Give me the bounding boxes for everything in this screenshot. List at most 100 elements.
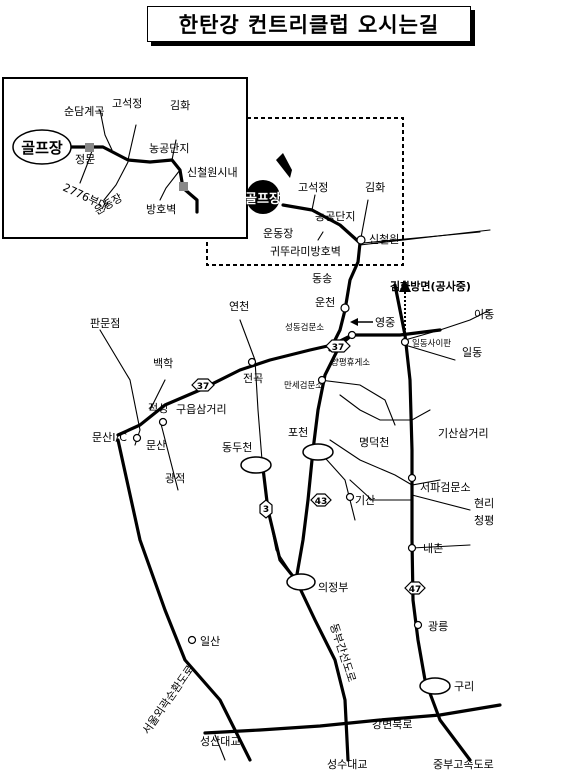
label-baekhak: 백학	[153, 357, 173, 370]
golf-course-label: 골프장	[245, 191, 281, 207]
label-gisan-samgeori: 기산삼거리	[438, 427, 489, 440]
road-east-extra	[359, 229, 491, 246]
label-gwangneung: 광릉	[428, 620, 448, 633]
city-guri	[419, 677, 451, 695]
label-seongsu: 성수대교	[327, 758, 367, 771]
road-myeongdeok	[319, 379, 396, 426]
label-gangbyeon: 강변북로	[372, 718, 412, 731]
inset-label-town: 신철원시내	[187, 166, 238, 179]
road-gwangjeok	[159, 419, 179, 491]
city-uijeongbu	[286, 573, 316, 591]
label-stadium: 운동장	[263, 227, 293, 240]
label-gimhwa: 김화	[365, 181, 385, 194]
road-gisan-east	[349, 479, 413, 501]
road-gisan-junction	[339, 394, 431, 421]
node-uncheon	[340, 303, 350, 313]
label-seongdong: 성동검문소	[285, 322, 324, 333]
yeongjung-arrow-icon	[350, 318, 358, 326]
shield-3: 3	[259, 499, 273, 519]
label-manse: 만세검문소	[284, 380, 323, 391]
label-outer-ring: 서울외곽순환도로	[140, 663, 197, 737]
inset-road-gimhwa	[171, 139, 177, 161]
road-stadium-main	[317, 231, 324, 241]
node-jeokseong	[158, 417, 168, 427]
label-ilsan: 일산	[200, 634, 220, 648]
label-gimhwa-direction: 김화방면(공사중)	[390, 279, 471, 293]
label-munsan-ic: 문산I/C	[92, 431, 127, 444]
node-gwangneung	[413, 620, 423, 630]
node-manse	[317, 375, 327, 385]
label-yeongjung: 영중	[375, 316, 395, 329]
inset-label-nonggong: 농공단지	[149, 142, 189, 155]
svg-text:43: 43	[315, 497, 328, 507]
inset-golf-label: 골프장	[21, 139, 63, 157]
label-ildong: 일동	[462, 345, 482, 359]
label-seopa: 서파검문소	[420, 481, 471, 494]
inset-town-marker	[179, 182, 188, 191]
node-sincheolwon	[356, 235, 366, 245]
road-gangbyeon	[203, 703, 502, 735]
zoom-region-dashed	[206, 117, 404, 266]
road-route-47	[393, 283, 472, 762]
node-ilsan	[187, 635, 197, 645]
label-cheongpyeong: 청평	[474, 514, 494, 527]
label-sincheolwon: 신철원	[369, 233, 399, 246]
svg-text:37: 37	[332, 343, 345, 353]
road-hyeonri	[411, 494, 471, 511]
inset-label-barrier: 방호벽	[146, 203, 176, 216]
inset-road-barrier	[159, 169, 181, 201]
label-panmunjeom: 판문점	[90, 317, 120, 330]
node-seopa	[407, 473, 417, 483]
label-gwangjeok: 광적	[165, 472, 185, 485]
label-yangpyeong: 양평휴게소	[331, 357, 370, 368]
label-dongducheon: 동두천	[222, 440, 252, 454]
label-gisan: 기산	[355, 494, 375, 507]
construction-arrow-icon	[399, 280, 411, 292]
road-golf-to-uncheon	[281, 203, 362, 352]
inset-road-sundam	[99, 109, 113, 151]
inset-label-sundam: 순담계곡	[64, 105, 104, 118]
label-myeongdeok: 명덕천	[359, 435, 389, 449]
inset-label-gimhwa: 김화	[170, 99, 190, 112]
inset-road-unit	[79, 147, 94, 184]
map-title: 한탄강 컨트리클럽 오시는길	[178, 12, 440, 37]
golf-course-marker	[246, 180, 280, 214]
label-yeoncheon: 연천	[229, 299, 249, 313]
node-munsan	[132, 433, 142, 443]
svg-text:47: 47	[409, 585, 422, 595]
node-ildong-saipan	[400, 337, 410, 347]
label-nonggong: 농공단지	[315, 210, 355, 223]
label-munsan: 문산	[146, 439, 166, 452]
label-jeongok: 전곡	[243, 372, 263, 385]
inset-golf-oval	[12, 129, 72, 165]
label-pocheon: 포천	[288, 425, 308, 439]
inset-road-goseok	[127, 124, 137, 161]
label-ildong-saipan: 일동사이판	[412, 338, 451, 349]
label-idong: 이동	[474, 308, 494, 321]
inset-label-goseok: 고석정	[112, 97, 142, 110]
road-ildong	[404, 344, 456, 361]
label-guri: 구리	[454, 680, 474, 693]
node-seongdong	[347, 330, 357, 340]
title-box: 한탄강 컨트리클럽 오시는길	[147, 6, 471, 42]
road-gisan	[317, 449, 356, 521]
shield-37-west: 37	[191, 378, 215, 392]
svg-text:3: 3	[263, 505, 269, 515]
shield-43: 43	[310, 493, 332, 507]
inset-road-stadium	[103, 161, 129, 201]
city-dongducheon	[240, 456, 272, 474]
label-uncheon: 운천	[315, 295, 335, 309]
road-route-3-thick	[260, 458, 298, 582]
shield-47: 47	[404, 581, 426, 595]
city-pocheon	[302, 443, 334, 461]
inset-label-gate: 정문	[75, 153, 95, 166]
label-goseokjeong: 고석정	[298, 181, 328, 194]
node-naechon	[407, 543, 417, 553]
road-goseok-main	[311, 194, 316, 211]
svg-text:37: 37	[197, 382, 210, 392]
road-seopa	[329, 439, 441, 486]
shield-37-east: 37	[325, 339, 351, 353]
road-baekhak	[149, 379, 166, 411]
inset-gate-marker	[85, 143, 94, 152]
